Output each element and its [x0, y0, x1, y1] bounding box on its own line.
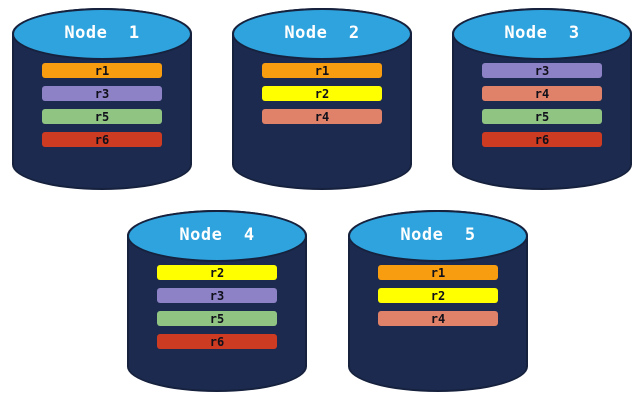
replica-bar: r5	[157, 311, 277, 326]
replica-bar: r3	[42, 86, 162, 101]
replica-bar: r2	[262, 86, 382, 101]
replica-bar: r2	[378, 288, 498, 303]
replica-label: r3	[209, 288, 225, 303]
node-label: Node 2	[284, 22, 360, 43]
cylinder-top-ellipse: Node 1	[12, 8, 192, 60]
replica-label: r5	[534, 109, 550, 124]
replica-list: r1 r2 r4	[232, 63, 412, 124]
replica-label: r4	[430, 311, 446, 326]
replica-bar: r4	[262, 109, 382, 124]
node-label: Node 3	[504, 22, 580, 43]
replica-list: r3 r4 r5 r6	[452, 63, 632, 147]
replica-label: r5	[94, 109, 110, 124]
replica-bar: r1	[262, 63, 382, 78]
node-label: Node 1	[64, 22, 140, 43]
replica-list: r2 r3 r5 r6	[127, 265, 307, 349]
replica-bar: r4	[378, 311, 498, 326]
replica-bar: r2	[157, 265, 277, 280]
node-label: Node 5	[400, 224, 476, 245]
replica-label: r2	[209, 265, 225, 280]
replica-label: r1	[430, 265, 446, 280]
cylinder-top-ellipse: Node 4	[127, 210, 307, 262]
cylinder-top-ellipse: Node 5	[348, 210, 528, 262]
node-cylinder-5: Node 5 r1 r2 r4	[348, 210, 528, 392]
node-cylinder-3: Node 3 r3 r4 r5 r6	[452, 8, 632, 190]
replica-bar: r4	[482, 86, 602, 101]
replica-label: r3	[94, 86, 110, 101]
cylinder-top-ellipse: Node 2	[232, 8, 412, 60]
replica-label: r5	[209, 311, 225, 326]
replica-bar: r1	[42, 63, 162, 78]
replica-label: r6	[209, 334, 225, 349]
replica-label: r4	[534, 86, 550, 101]
replica-bar: r5	[42, 109, 162, 124]
replica-list: r1 r2 r4	[348, 265, 528, 326]
cylinder-top-ellipse: Node 3	[452, 8, 632, 60]
replica-label: r3	[534, 63, 550, 78]
replica-label: r1	[94, 63, 110, 78]
replica-bar: r1	[378, 265, 498, 280]
node-label: Node 4	[179, 224, 255, 245]
replica-bar: r6	[42, 132, 162, 147]
replica-label: r6	[94, 132, 110, 147]
replica-bar: r6	[157, 334, 277, 349]
node-cylinder-4: Node 4 r2 r3 r5 r6	[127, 210, 307, 392]
replica-bar: r3	[157, 288, 277, 303]
replica-bar: r6	[482, 132, 602, 147]
replica-bar: r3	[482, 63, 602, 78]
replica-label: r1	[314, 63, 330, 78]
replica-label: r6	[534, 132, 550, 147]
replica-label: r2	[314, 86, 330, 101]
replica-label: r4	[314, 109, 330, 124]
node-cylinder-1: Node 1 r1 r3 r5 r6	[12, 8, 192, 190]
replica-bar: r5	[482, 109, 602, 124]
node-cylinder-2: Node 2 r1 r2 r4	[232, 8, 412, 190]
replica-label: r2	[430, 288, 446, 303]
replica-list: r1 r3 r5 r6	[12, 63, 192, 147]
